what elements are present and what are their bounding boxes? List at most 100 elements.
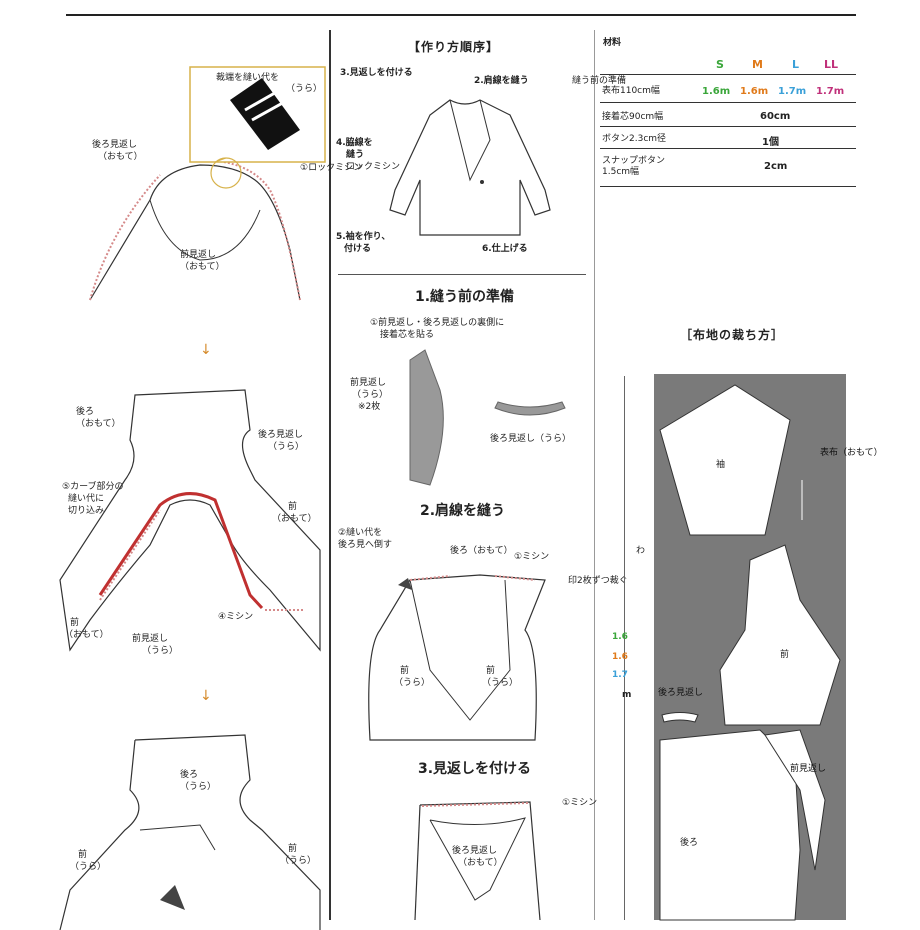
column-divider-right xyxy=(594,30,595,920)
curve-note-c: 切り込み xyxy=(68,506,105,516)
left-diagram-1: ↓ ↓ xyxy=(89,66,326,704)
step1-diagram xyxy=(409,349,566,486)
layout-fold: わ xyxy=(636,546,646,556)
back3-sub: （うら） xyxy=(180,782,217,792)
step3-machine: ①ミシン xyxy=(562,798,598,808)
fabric-m: 1.6m xyxy=(740,86,769,97)
machine-label: ④ミシン xyxy=(218,612,254,622)
step1-front-facing-sub: （うら） xyxy=(352,390,389,400)
lock-machine-label: ①ロックミシン xyxy=(300,163,363,173)
button-label: ボタン2.3cm径 xyxy=(602,134,667,144)
step2-note-b: 後ろ見へ倒す xyxy=(338,540,393,550)
order-step-6: 6.仕上げる xyxy=(482,244,528,254)
size-ll: LL xyxy=(824,58,839,71)
front3-left-sub: （うら） xyxy=(70,862,107,872)
garment-overview xyxy=(389,99,551,236)
curve-note-a: ⑤カーブ部分の xyxy=(62,482,124,492)
step3-back-facing-sub: （おもて） xyxy=(458,858,503,868)
inset-label-b: （うら） xyxy=(286,84,323,94)
front-left-sub: （おもて） xyxy=(64,630,109,640)
layout-selvage: 表布（おもて） xyxy=(820,448,883,458)
svg-text:↓: ↓ xyxy=(200,688,212,704)
step3-back-facing: 後ろ見返し xyxy=(452,846,498,856)
step2-diagram xyxy=(368,574,546,741)
button-value: 1個 xyxy=(762,137,779,148)
curve-note-b: 縫い代に xyxy=(68,494,105,504)
left-diagram-3 xyxy=(59,734,321,930)
size-m: M xyxy=(752,58,763,71)
order-step-4b: 縫う xyxy=(346,150,365,160)
step2-back-label: 後ろ（おもて） xyxy=(450,546,513,556)
inset-label-a: 裁端を縫い代を xyxy=(216,73,280,83)
svg-text:↓: ↓ xyxy=(200,342,212,358)
materials-size-row: S M L LL xyxy=(600,58,856,75)
order-step-4a: 4.脇線を xyxy=(336,138,373,148)
step1-note-a: ①前見返し・後ろ見返しの裏側に xyxy=(370,318,505,328)
materials-row-button: ボタン2.3cm径 1個 xyxy=(600,130,856,149)
yard-s: 1.6 xyxy=(612,632,628,642)
front-facing2-label: 前見返し xyxy=(132,634,169,644)
front3-right-label: 前 xyxy=(288,844,298,854)
interfacing-value: 60cm xyxy=(760,111,791,122)
yard-l: 1.7 xyxy=(612,670,628,680)
snap-value: 2cm xyxy=(764,161,788,172)
size-s: S xyxy=(716,58,724,71)
back3-label: 後ろ xyxy=(180,770,199,780)
step3-diagram xyxy=(414,801,541,921)
front-facing-label: 前見返し xyxy=(180,250,217,260)
back-sub: （おもて） xyxy=(76,419,121,429)
step1-front-facing: 前見返し xyxy=(350,378,387,388)
layout-back-facing: 後ろ見返し xyxy=(658,688,704,698)
materials-title: 材料 xyxy=(603,38,622,48)
layout-front: 前 xyxy=(780,650,790,660)
fabric-ll: 1.7m xyxy=(816,86,845,97)
snap-label: スナップボタン 1.5cm幅 xyxy=(602,156,666,177)
materials-row-interfacing: 接着芯90cm幅 60cm xyxy=(600,106,856,127)
order-lock-label: ロックミシン xyxy=(346,162,401,172)
materials-row-fabric: 表布110cm幅 1.6m 1.6m 1.7m 1.7m xyxy=(600,78,856,103)
step1-note-b: 接着芯を貼る xyxy=(380,330,435,340)
step2-machine: ①ミシン xyxy=(514,552,550,562)
step2-front-right: 前 xyxy=(486,666,496,676)
fabric-label: 表布110cm幅 xyxy=(602,86,660,96)
front3-left-label: 前 xyxy=(78,850,88,860)
back-facing-sub: （おもて） xyxy=(98,152,143,162)
left-diagram-2 xyxy=(59,389,321,652)
back-facing2-sub: （うら） xyxy=(268,442,305,452)
layout-front-facing: 前見返し xyxy=(790,764,827,774)
back-label: 後ろ xyxy=(76,407,95,417)
back-facing2-label: 後ろ見返し xyxy=(258,430,304,440)
size-l: L xyxy=(792,58,800,71)
step2-front-right-sub: （うら） xyxy=(482,678,519,688)
materials-row-snap: スナップボタン 1.5cm幅 2cm xyxy=(600,152,856,187)
step2-front-left: 前 xyxy=(400,666,410,676)
back-facing-label: 後ろ見返し xyxy=(92,140,138,150)
interfacing-label: 接着芯90cm幅 xyxy=(602,112,664,122)
yardage-line xyxy=(624,376,625,920)
step2-title: 2.肩線を縫う xyxy=(420,503,506,519)
yard-m: 1.6 xyxy=(612,652,628,662)
order-step-5a: 5.袖を作り、 xyxy=(336,232,391,242)
order-divider xyxy=(338,274,586,275)
step3-title: 3.見返しを付ける xyxy=(418,761,532,777)
front-facing-sub: （おもて） xyxy=(180,262,225,272)
step2-note-a: ②縫い代を xyxy=(338,528,383,538)
column-divider-left xyxy=(329,30,331,920)
front3-right-sub: （うら） xyxy=(280,856,317,866)
step2-front-left-sub: （うら） xyxy=(394,678,431,688)
fabric-l: 1.7m xyxy=(778,86,807,97)
order-step-2: 2.肩線を縫う xyxy=(474,76,529,86)
step1-back-facing: 後ろ見返し（うら） xyxy=(490,434,572,444)
yard-unit: m xyxy=(622,690,632,700)
layout-back: 後ろ xyxy=(680,838,699,848)
front-left-label: 前 xyxy=(70,618,80,628)
layout-sleeve: 袖 xyxy=(716,460,726,470)
materials-extra: 縫う前の準備 xyxy=(572,76,627,86)
layout-title: ［布地の裁ち方］ xyxy=(680,328,785,342)
front-right-sub: （おもて） xyxy=(272,514,317,524)
step1-title: 1.縫う前の準備 xyxy=(415,289,515,305)
order-title: 【作り方順序】 xyxy=(408,40,500,54)
order-step-3: 3.見返しを付ける xyxy=(340,68,413,78)
front-facing2-sub: （うら） xyxy=(142,646,179,656)
fabric-layout-pieces xyxy=(659,384,841,921)
